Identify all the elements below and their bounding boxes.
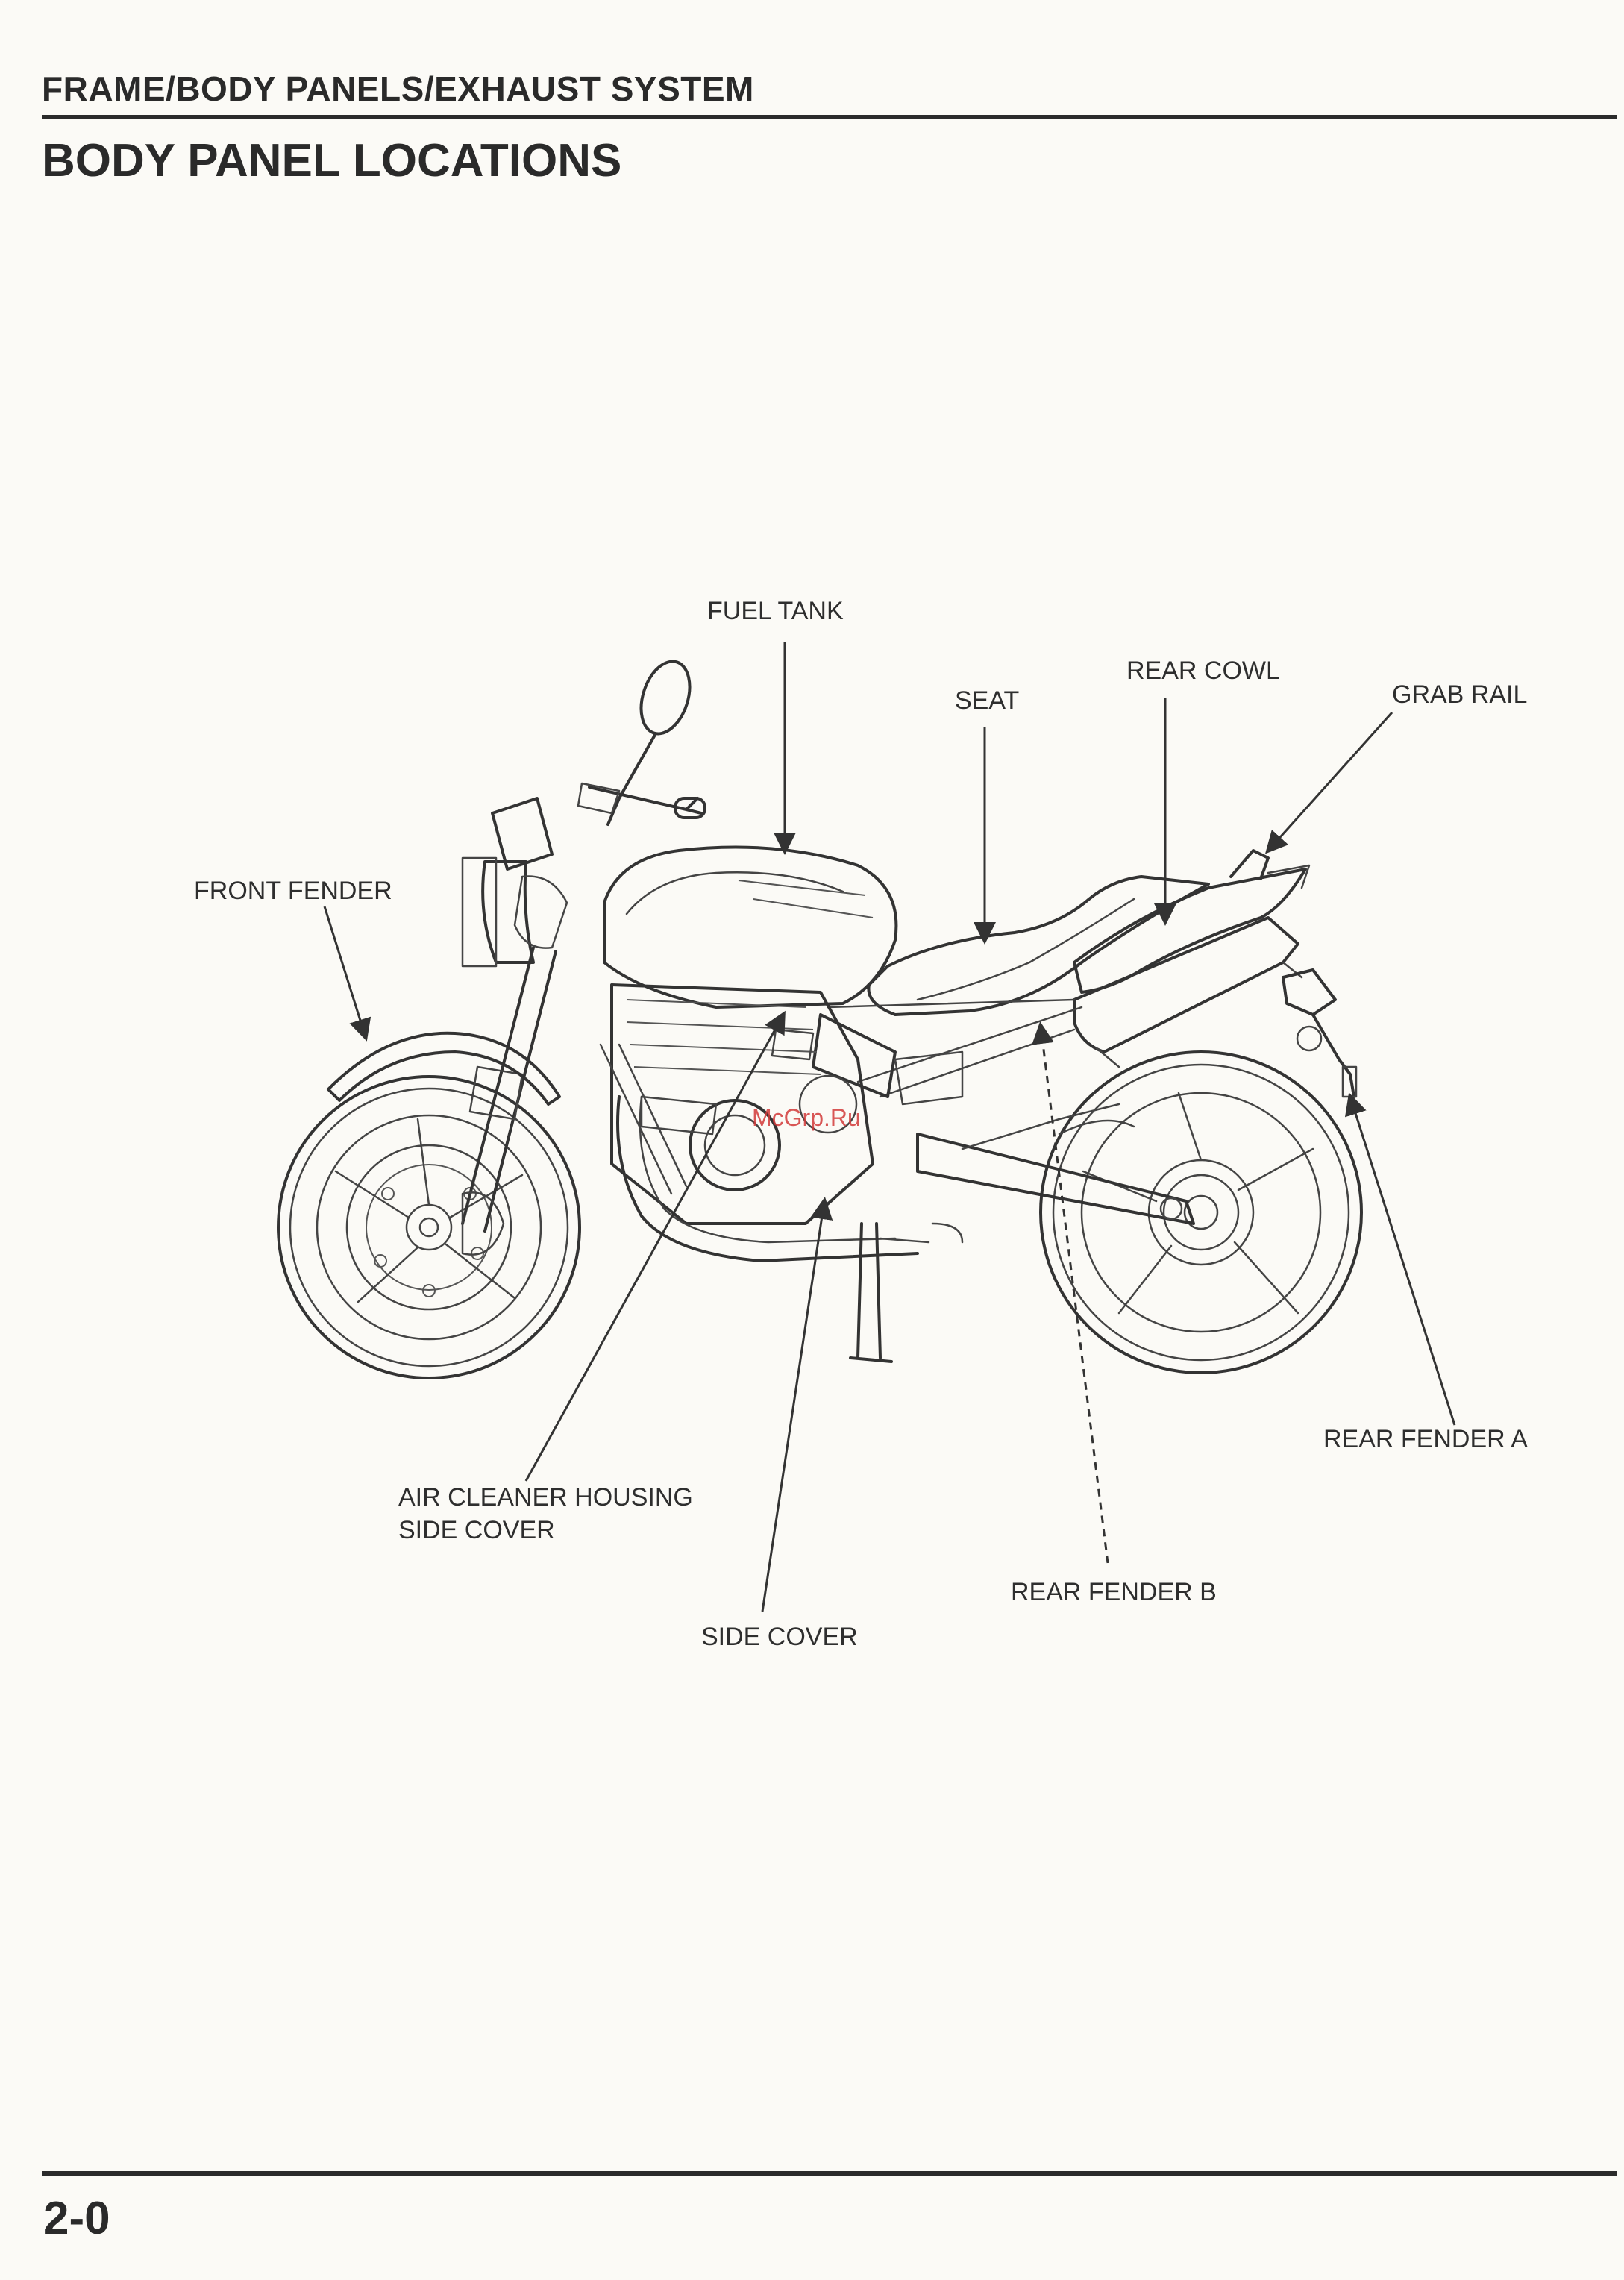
tail-light-assembly bbox=[1283, 970, 1356, 1097]
label-rear-fender-b: REAR FENDER B bbox=[1011, 1578, 1217, 1607]
rear-wheel bbox=[1041, 1052, 1361, 1373]
label-rear-cowl: REAR COWL bbox=[1126, 657, 1280, 686]
swingarm bbox=[918, 1104, 1194, 1224]
headlight-assembly bbox=[463, 655, 705, 966]
label-air-cleaner-housing: AIR CLEANER HOUSING bbox=[398, 1483, 693, 1512]
front-fork bbox=[328, 948, 559, 1255]
watermark-text: McGrp.Ru bbox=[752, 1104, 861, 1132]
label-side-cover: SIDE COVER bbox=[701, 1623, 858, 1652]
fuel-tank-shape bbox=[604, 848, 896, 1008]
center-stand bbox=[850, 1224, 962, 1362]
label-grab-rail: GRAB RAIL bbox=[1392, 680, 1527, 710]
label-seat: SEAT bbox=[955, 686, 1019, 715]
label-fuel-tank: FUEL TANK bbox=[707, 597, 844, 626]
seat-shape bbox=[868, 877, 1208, 1015]
front-wheel bbox=[278, 1077, 580, 1378]
label-front-fender: FRONT FENDER bbox=[194, 877, 392, 906]
page-number: 2-0 bbox=[43, 2192, 110, 2245]
label-rear-fender-a: REAR FENDER A bbox=[1323, 1425, 1528, 1454]
label-air-cleaner-side-cover: SIDE COVER bbox=[398, 1516, 555, 1545]
footer-rule bbox=[42, 2171, 1617, 2176]
